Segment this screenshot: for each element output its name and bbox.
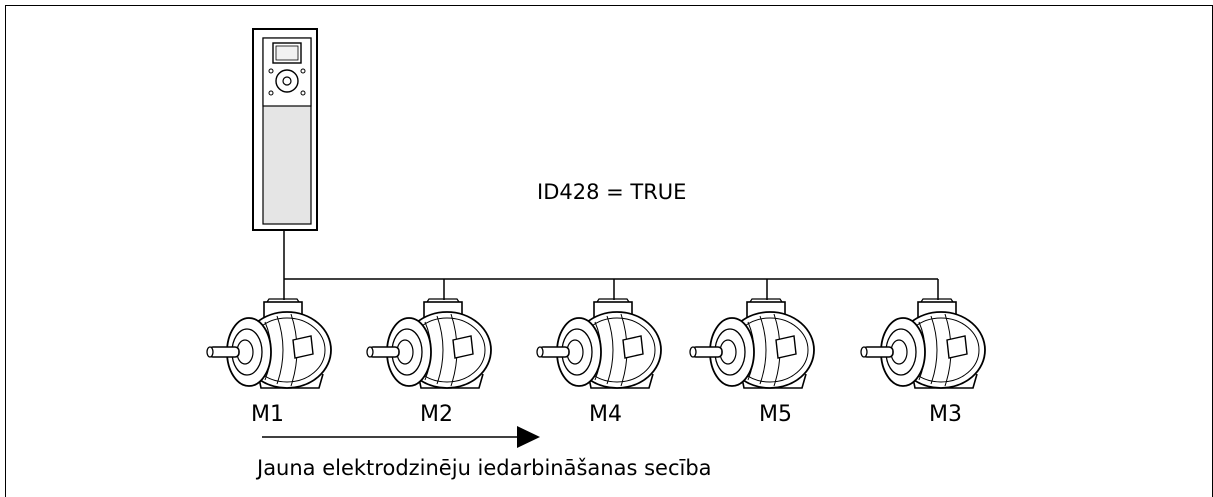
motor-1-icon bbox=[206, 298, 332, 389]
wiring bbox=[283, 230, 939, 300]
caption: Jauna elektrodzinēju iedarbināšanas secī… bbox=[255, 456, 712, 480]
parameter-label: ID428 = TRUE bbox=[537, 180, 686, 204]
motor-label: M2 bbox=[420, 402, 453, 427]
arrow-right-icon bbox=[262, 426, 540, 448]
motor-3-icon bbox=[536, 298, 662, 389]
motor-label: M4 bbox=[589, 402, 622, 427]
motor-label: M3 bbox=[929, 402, 962, 427]
motor-4-icon bbox=[689, 298, 815, 389]
motor-label: M5 bbox=[759, 402, 792, 427]
motor-5-icon bbox=[860, 298, 986, 389]
motor-2-icon bbox=[366, 298, 492, 389]
frequency-converter-icon bbox=[252, 28, 318, 231]
motor-label: M1 bbox=[251, 402, 284, 427]
